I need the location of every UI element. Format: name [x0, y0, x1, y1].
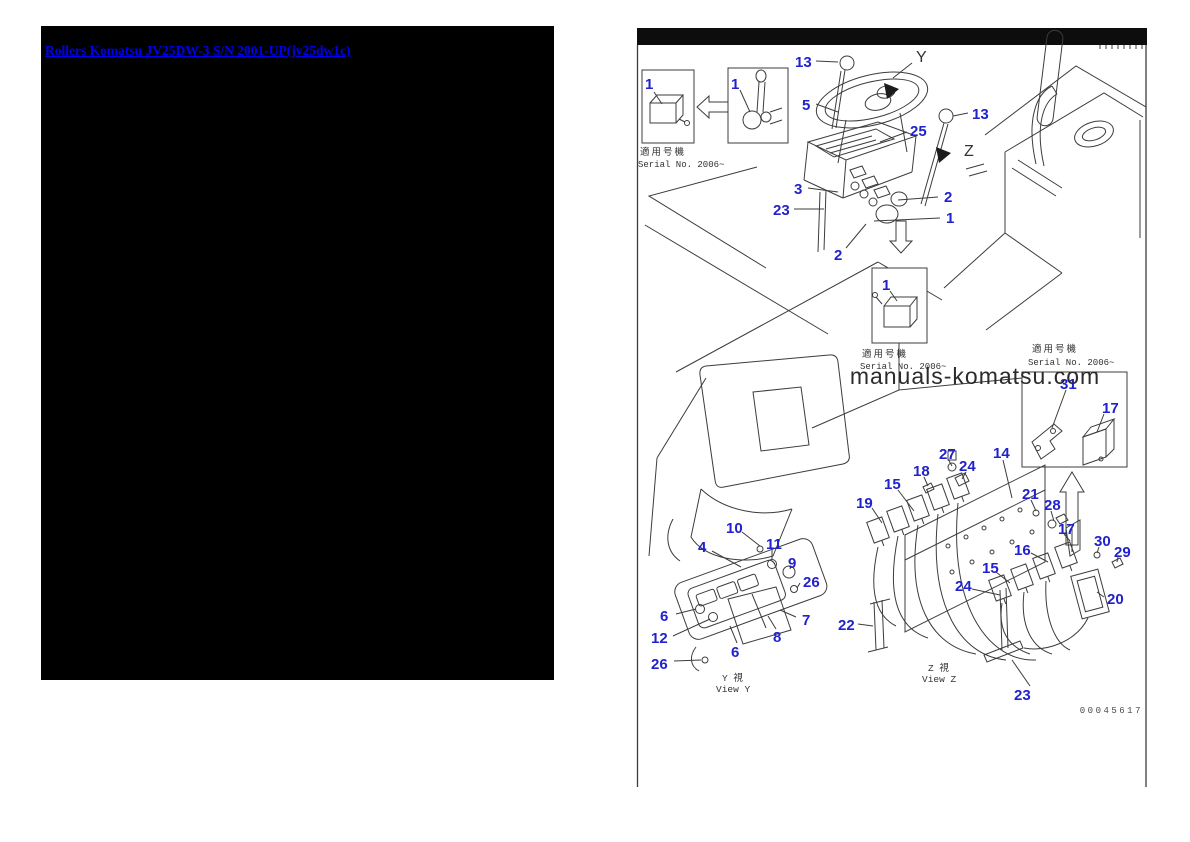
- serial-note-jp: 適用号機: [640, 146, 686, 158]
- axis-letter-y: Y: [916, 49, 927, 66]
- callout-2-a: 2: [944, 189, 952, 206]
- callout-6-a: 6: [660, 608, 668, 625]
- callout-8: 8: [773, 629, 781, 646]
- left-black-panel: Rollers Komatsu JV25DW-3 S/N 2001-UP(jv2…: [41, 26, 554, 680]
- callout-5: 5: [802, 97, 810, 114]
- callout-24-a: 24: [959, 458, 976, 475]
- view-z-label-jp: Z 視: [928, 662, 949, 674]
- arrow-solid-y-icon: [884, 83, 899, 99]
- callout-19: 19: [856, 495, 873, 512]
- ruler-ticks: [1099, 45, 1143, 49]
- callout-3: 3: [794, 181, 802, 198]
- axis-letter-z: Z: [964, 143, 974, 160]
- serial-note-en-center: Serial No. 2006~: [860, 362, 946, 372]
- serial-inset-center: 1 適用号機 Serial No. 2006~: [811, 267, 1023, 429]
- callout-25: 25: [910, 123, 927, 140]
- serial-note-jp-right: 適用号機: [1032, 343, 1078, 355]
- callout-10: 10: [726, 520, 743, 537]
- callout-15-a: 15: [884, 476, 901, 493]
- callout-1-lever: 1: [946, 210, 954, 227]
- callout-27: 27: [939, 446, 956, 463]
- view-z-art: 19 15 18 27 24 14 21 28 17 30 29 16 15 2…: [838, 445, 1131, 704]
- callout-1-center-inset: 1: [882, 277, 890, 294]
- callout-30: 30: [1094, 533, 1111, 550]
- callout-21: 21: [1022, 486, 1039, 503]
- callout-18: 18: [913, 463, 930, 480]
- serial-note-en-right: Serial No. 2006~: [1028, 358, 1114, 368]
- callout-23-main: 23: [773, 202, 790, 219]
- callout-17-z: 17: [1058, 521, 1075, 538]
- view-y-label-jp: Y 視: [722, 672, 743, 684]
- main-view-art: Y Z 13 13 5 25 3 23 2 1 2: [644, 29, 1147, 373]
- callout-1-switch-box: 1: [731, 76, 739, 93]
- seat-art: [648, 354, 850, 562]
- serial-note-jp-center: 適用号機: [862, 348, 908, 360]
- diagram-frame: [636, 28, 1147, 787]
- callout-17-inset: 17: [1102, 400, 1119, 417]
- callout-31: 31: [1060, 376, 1077, 393]
- drawing-number: 00045617: [1080, 706, 1143, 716]
- callout-13-a: 13: [795, 54, 812, 71]
- callout-7: 7: [802, 612, 810, 629]
- arrow-left-icon: [696, 94, 730, 120]
- arrow-solid-z-icon: [936, 147, 951, 163]
- switch-detail-box: 1: [727, 67, 789, 144]
- callout-16: 16: [1014, 542, 1031, 559]
- model-title-link[interactable]: Rollers Komatsu JV25DW-3 S/N 2001-UP(jv2…: [45, 43, 351, 58]
- callout-20: 20: [1107, 591, 1124, 608]
- serial-inset-right: 適用号機 Serial No. 2006~ 31 17: [1021, 343, 1128, 546]
- serial-note-en: Serial No. 2006~: [638, 160, 724, 170]
- callout-15-b: 15: [982, 560, 999, 577]
- view-z-label-en: View Z: [922, 674, 957, 685]
- callout-13-b: 13: [972, 106, 989, 123]
- watermark: manuals-komatsu.com: [850, 363, 1100, 389]
- callout-4: 4: [698, 539, 707, 556]
- callout-24-b: 24: [955, 578, 972, 595]
- serial-inset-left: 1 適用号機 Serial No. 2006~: [638, 69, 730, 170]
- callout-29: 29: [1114, 544, 1131, 561]
- arrow-down-icon: [888, 220, 914, 254]
- callout-26-a: 26: [803, 574, 820, 591]
- view-y-label-en: View Y: [716, 684, 751, 695]
- callout-22: 22: [838, 617, 855, 634]
- callout-6-b: 6: [731, 644, 739, 661]
- callout-12: 12: [651, 630, 668, 647]
- callout-23-z: 23: [1014, 687, 1031, 704]
- callout-14: 14: [993, 445, 1010, 462]
- callout-11: 11: [766, 536, 782, 553]
- callout-26-b: 26: [651, 656, 668, 673]
- callout-1-left-inset: 1: [645, 76, 653, 93]
- callout-2-b: 2: [834, 247, 842, 264]
- callout-28: 28: [1044, 497, 1061, 514]
- callout-9: 9: [788, 555, 796, 572]
- view-y-art: 10 4 11 9 26 6 12 26 6 8 7 Y 視 View Y: [651, 520, 828, 695]
- diagram-top-bar: [637, 28, 1147, 45]
